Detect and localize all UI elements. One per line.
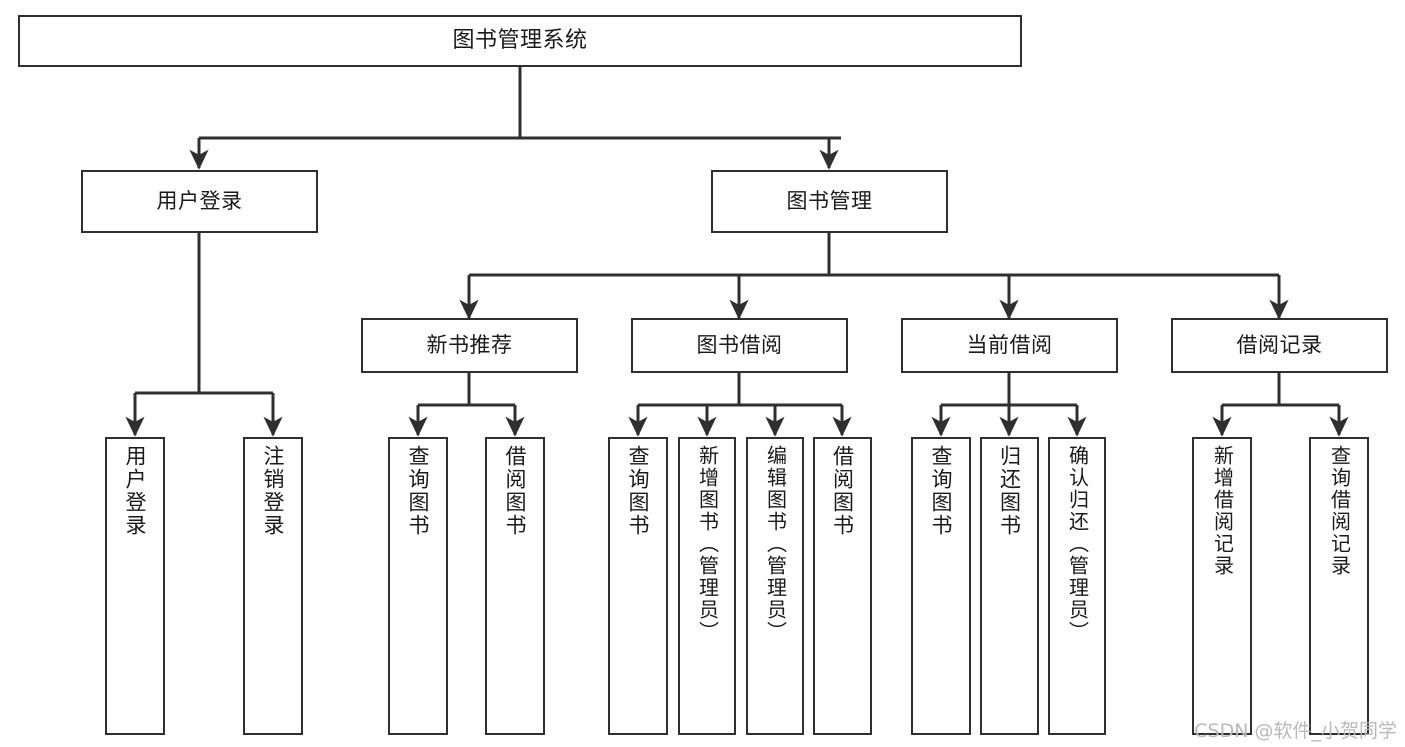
node-leaf-query-book-borrow-label: 查询图书 [626,445,651,537]
node-root[interactable]: 图书管理系统 [18,15,1022,67]
node-leaf-query-borrow-record[interactable]: 查询借阅记录 [1309,437,1369,735]
node-leaf-user-login-label: 用户登录 [123,445,148,537]
node-leaf-user-login[interactable]: 用户登录 [105,437,165,735]
node-leaf-query-book-borrow[interactable]: 查询图书 [608,437,668,735]
node-leaf-borrow-book-label: 借阅图书 [830,445,855,537]
node-new-book-recommend-label: 新书推荐 [426,333,513,358]
node-leaf-confirm-return[interactable]: 确认归还（管理员） [1048,437,1106,735]
node-leaf-query-book-current-label: 查询图书 [929,445,954,537]
node-root-label: 图书管理系统 [452,28,588,54]
node-book-borrow[interactable]: 图书借阅 [631,318,848,373]
node-user-login-label: 用户登录 [156,189,243,214]
node-leaf-borrow-book[interactable]: 借阅图书 [813,437,872,735]
node-leaf-borrow-book-recommend[interactable]: 借阅图书 [485,437,545,735]
node-borrow-record[interactable]: 借阅记录 [1171,318,1388,373]
node-book-manage-label: 图书管理 [786,189,873,214]
node-leaf-confirm-return-label: 确认归还（管理员） [1065,445,1090,643]
node-leaf-add-borrow-record-label: 新增借阅记录 [1210,445,1235,577]
node-leaf-edit-book[interactable]: 编辑图书（管理员） [746,437,804,735]
node-user-login[interactable]: 用户登录 [81,170,318,233]
node-leaf-query-book-recommend-label: 查询图书 [406,445,431,537]
node-leaf-query-book-current[interactable]: 查询图书 [911,437,971,735]
node-borrow-record-label: 借阅记录 [1236,333,1323,358]
node-leaf-add-book-label: 新增图书（管理员） [695,445,720,643]
node-leaf-add-book[interactable]: 新增图书（管理员） [678,437,736,735]
node-new-book-recommend[interactable]: 新书推荐 [361,318,578,373]
node-current-borrow[interactable]: 当前借阅 [901,318,1118,373]
node-leaf-query-borrow-record-label: 查询借阅记录 [1327,445,1352,577]
node-leaf-borrow-book-recommend-label: 借阅图书 [503,445,528,537]
node-leaf-logout-label: 注销登录 [261,445,286,537]
node-leaf-add-borrow-record[interactable]: 新增借阅记录 [1192,437,1252,735]
node-leaf-edit-book-label: 编辑图书（管理员） [763,445,788,643]
node-leaf-return-book[interactable]: 归还图书 [980,437,1039,735]
node-book-borrow-label: 图书借阅 [696,333,783,358]
node-current-borrow-label: 当前借阅 [966,333,1053,358]
csdn-watermark: CSDN @软件_小贺同学 [1194,720,1397,742]
node-leaf-return-book-label: 归还图书 [997,445,1022,537]
node-leaf-query-book-recommend[interactable]: 查询图书 [388,437,448,735]
node-leaf-logout[interactable]: 注销登录 [243,437,303,735]
node-book-manage[interactable]: 图书管理 [711,170,948,233]
